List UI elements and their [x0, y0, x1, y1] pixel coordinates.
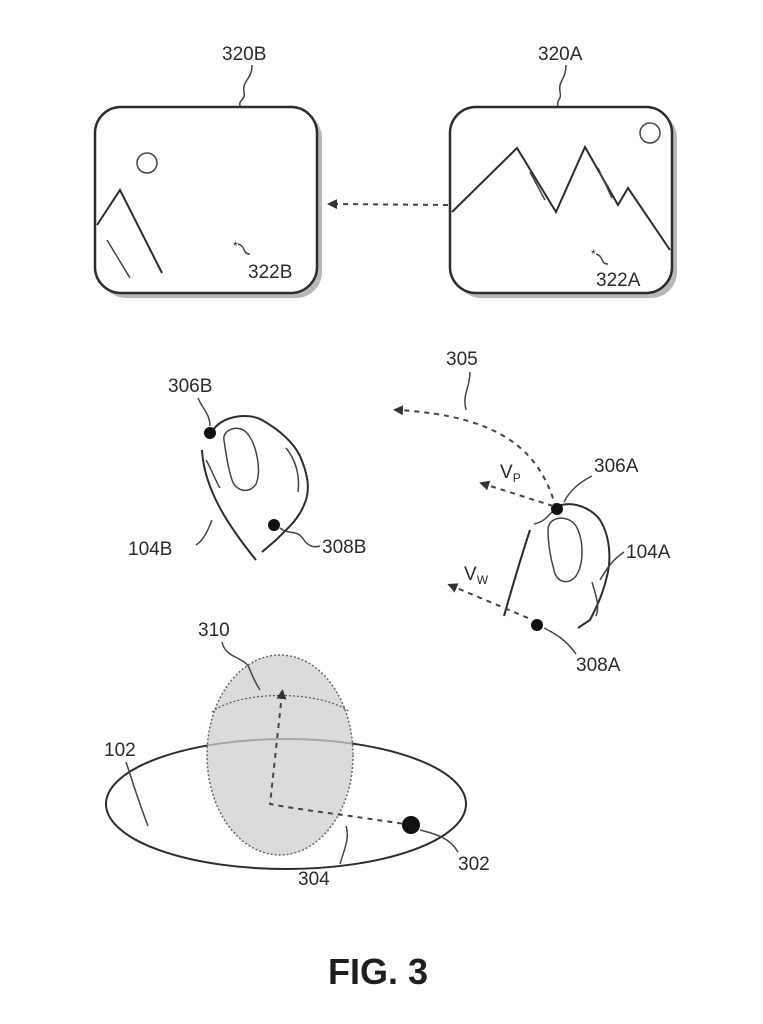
marker-322a-leader [595, 253, 609, 265]
label-104a: 104A [626, 542, 671, 563]
label-310-leader [221, 641, 261, 691]
label-305: 305 [446, 349, 478, 370]
mountains-icon-inner-2 [597, 167, 613, 199]
sun-icon-a [639, 122, 661, 144]
motion-path-305 [393, 405, 557, 509]
label-322a: 322A [596, 270, 641, 291]
hand-104a [503, 475, 625, 655]
point-306b [204, 427, 216, 439]
display-320b: * [93, 105, 322, 298]
label-304-leader [339, 825, 349, 865]
hand-104b-outline [211, 415, 309, 553]
point-306a [551, 503, 563, 515]
hand-104b-thumb [223, 427, 260, 492]
point-306a-leader [563, 475, 593, 503]
label-vw-sub: W [477, 573, 489, 587]
hand-104b-back [201, 449, 257, 561]
label-304: 304 [298, 869, 330, 890]
marker-322b-star: * [233, 239, 238, 253]
label-vp-main: V [500, 462, 513, 483]
label-102-leader [125, 761, 149, 827]
point-308b-leader [279, 527, 321, 548]
label-102: 102 [104, 740, 136, 761]
label-320a-leader [556, 64, 567, 107]
hand-104a-finger [591, 581, 599, 617]
point-308a-leader [543, 627, 577, 655]
device-104a-leader [599, 551, 625, 581]
label-320b-leader [238, 64, 253, 107]
region-310-inner-arc [211, 694, 351, 713]
label-305-leader [464, 371, 471, 411]
hand-104b-edge [205, 459, 221, 489]
mountains-icon-inner-1 [529, 171, 546, 201]
point-306b-leader [197, 397, 211, 427]
label-320a: 320A [538, 44, 583, 65]
hand-104b [195, 397, 321, 561]
label-310: 310 [198, 620, 230, 641]
velocity-vw-vector [447, 583, 529, 619]
point-302 [402, 816, 420, 834]
point-308b [268, 519, 280, 531]
mountains-icon [451, 144, 671, 251]
display-320a: * [448, 105, 677, 298]
point-308a [531, 619, 543, 631]
transfer-arrow [327, 199, 449, 210]
hand-104a-edge [533, 511, 553, 525]
mountain-partial-icon-inner [106, 239, 131, 279]
region-310 [206, 654, 354, 856]
figure-caption: FIG. 3 [328, 951, 428, 992]
label-308b: 308B [322, 537, 366, 558]
sun-icon [136, 152, 158, 174]
mountain-partial-icon [96, 188, 163, 274]
path-304 [268, 689, 413, 826]
label-306b: 306B [168, 376, 212, 397]
label-104b: 104B [128, 539, 172, 560]
label-308a: 308A [576, 655, 621, 676]
device-104b-leader [195, 519, 213, 546]
label-320b: 320B [222, 44, 266, 65]
label-vp-sub: P [513, 471, 521, 485]
label-302-leader [419, 829, 459, 853]
label-322b: 322B [248, 262, 292, 283]
marker-322b-leader [237, 243, 251, 255]
marker-322a-star: * [591, 247, 596, 261]
hand-104a-thumb [547, 517, 583, 583]
hand-104a-back [503, 529, 531, 617]
label-vw: VW [464, 564, 489, 587]
velocity-vp-vector [479, 480, 554, 507]
label-vw-main: V [464, 564, 477, 585]
hand-104b-finger [285, 447, 300, 493]
label-302: 302 [458, 854, 490, 875]
label-vp: VP [500, 462, 521, 485]
label-306a: 306A [594, 456, 639, 477]
